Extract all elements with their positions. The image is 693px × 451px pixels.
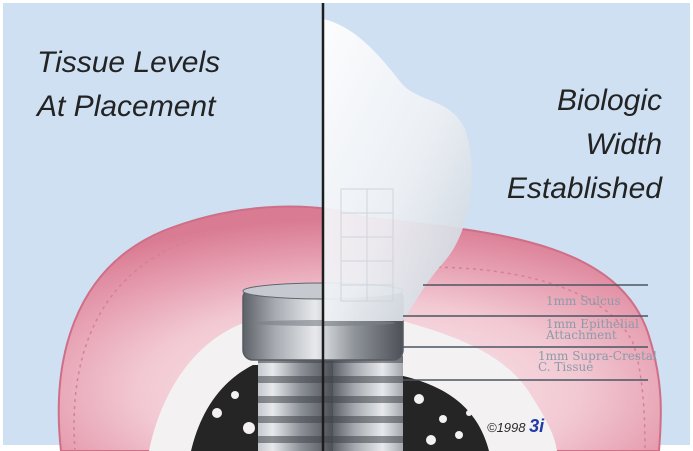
right-title: Biologic Width Established (412, 79, 662, 211)
brand-logo: 3i (529, 416, 544, 436)
copyright-mark: ©1998 3i (487, 416, 544, 437)
annotation-supra-crestal-tissue: 1mm Supra-Crestal C. Tissue (538, 351, 657, 373)
left-title: Tissue Levels At Placement (37, 41, 277, 129)
annotation-epithelial-attachment: 1mm Epithelial Attachment (546, 319, 639, 341)
copyright-year: ©1998 (487, 420, 526, 435)
annotation-sulcus: 1mm Sulcus (546, 295, 621, 307)
